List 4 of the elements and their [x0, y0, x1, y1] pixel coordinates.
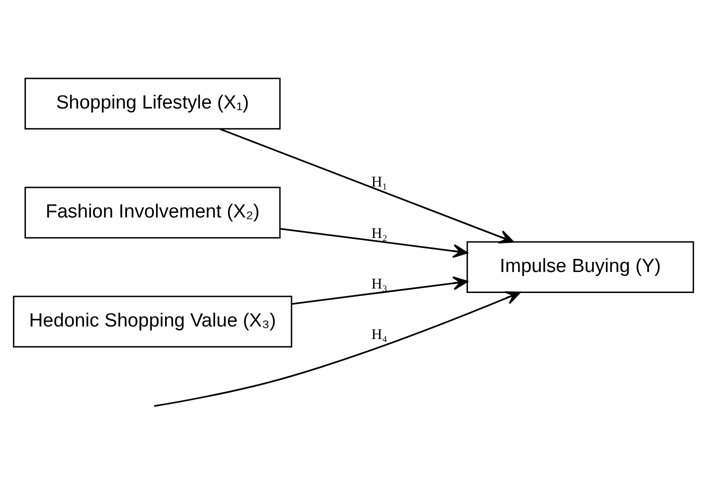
edge-label: H₄ — [371, 327, 388, 344]
edge-label: H₃ — [371, 276, 388, 293]
edge-label: H₁ — [371, 174, 388, 190]
edge-label: H₂ — [371, 226, 388, 242]
